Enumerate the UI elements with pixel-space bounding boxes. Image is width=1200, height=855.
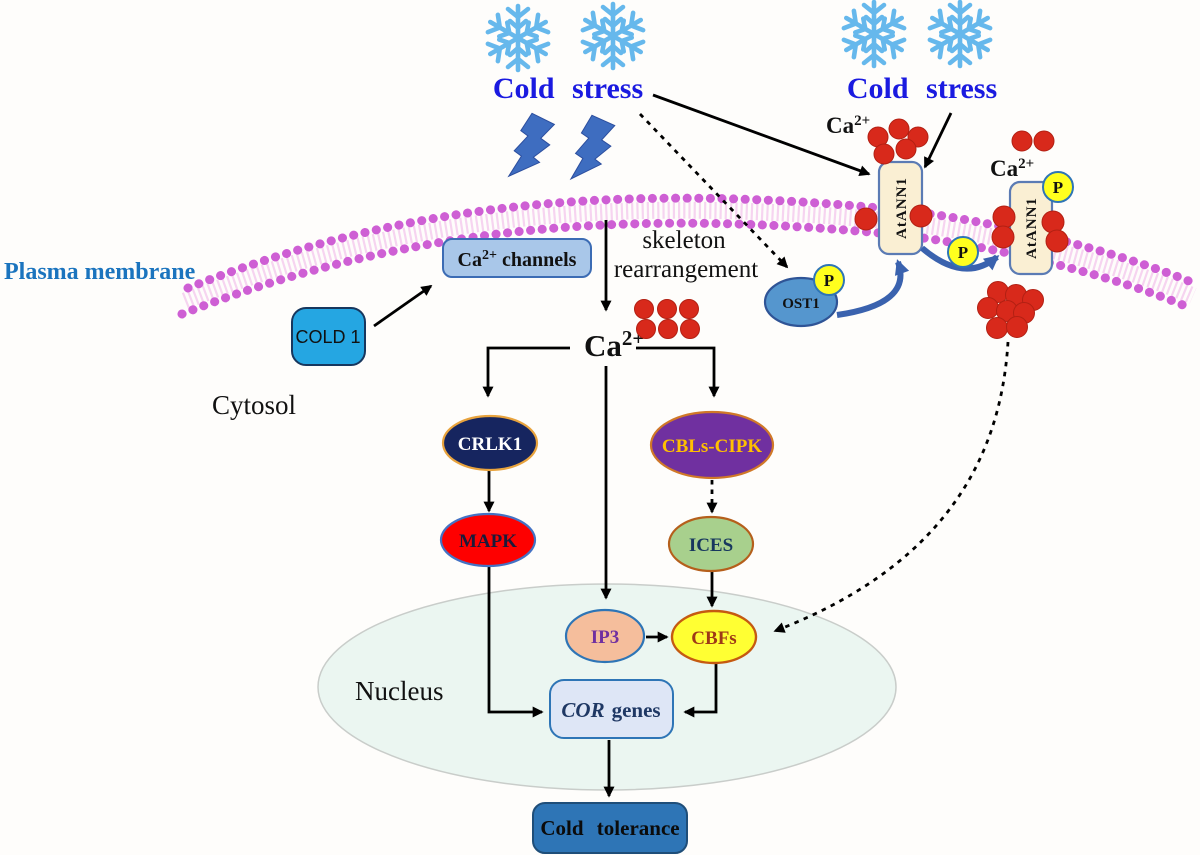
- node-crlk1: CRLK1: [441, 414, 539, 472]
- node-mapk: MAPK: [439, 512, 537, 568]
- arrow-atann1-phospho-transfer: [920, 245, 1000, 272]
- membrane-outer-dots: [183, 193, 1200, 293]
- ca-channels-label: Ca2+channels: [458, 248, 577, 271]
- arrow-ost1-to-atann1: [836, 259, 910, 318]
- ip3-label: IP3: [591, 627, 620, 648]
- plasma-membrane-label: Plasma membrane: [4, 259, 196, 285]
- node-cold1: COLD 1: [291, 307, 366, 366]
- cbls-cipk-label: CBLs-CIPK: [662, 436, 763, 457]
- cytosol-label: Cytosol: [212, 390, 296, 420]
- phospho-badge: P: [1042, 171, 1074, 203]
- node-cbls-cipk: CBLs-CIPK: [649, 410, 775, 480]
- ices-label: ICES: [689, 535, 733, 556]
- calcium-label-right-channel: Ca2+: [990, 156, 1034, 181]
- atann1-label: AtANN1: [1024, 197, 1040, 259]
- node-ices: ICES: [667, 515, 755, 573]
- phospho-badge: P: [947, 236, 979, 268]
- membrane-inner-dots: [177, 218, 1195, 319]
- nucleus-label: Nucleus: [355, 676, 443, 706]
- ost1-label: OST1: [782, 296, 820, 312]
- svg-text:skeleton: skeleton: [642, 227, 726, 254]
- plasma-membrane: [177, 193, 1200, 319]
- svg-text:P: P: [1053, 178, 1063, 197]
- node-ca-channels: Ca2+channels: [442, 238, 592, 278]
- mapk-label: MAPK: [459, 531, 517, 552]
- node-cbfs: CBFs: [670, 609, 758, 665]
- cold1-label: COLD 1: [295, 327, 360, 347]
- arrow-calcium-to-cblscipk: [636, 346, 720, 398]
- phospho-badge: P: [813, 264, 845, 296]
- svg-text:P: P: [958, 243, 968, 262]
- arrow-mapk-to-corgenes: [487, 567, 544, 718]
- arrow-cbfs-to-corgenes: [683, 664, 718, 718]
- cold-tolerance-label: Cold tolerance: [540, 816, 679, 840]
- atann1-label: AtANN1: [894, 177, 910, 239]
- calcium-label-left-channel: Ca2+: [826, 113, 870, 138]
- arrow-calcium-to-crlk1: [482, 346, 570, 398]
- svg-text:P: P: [824, 271, 834, 290]
- arrow-cold1-to-channels: [373, 284, 433, 328]
- skeleton-rearrangement-label: skeleton rearrangement: [614, 227, 758, 283]
- arrow-coldstress-right-to-membrane: [923, 112, 953, 169]
- arrow-coldstress-to-atann1: [652, 93, 871, 176]
- node-atann1-right: AtANN1: [1008, 180, 1054, 276]
- cold-stress-label-right: Cold stress: [847, 72, 997, 105]
- cbfs-label: CBFs: [691, 628, 736, 649]
- pathway-arrows: [373, 93, 1010, 798]
- cold-stress-label-left: Cold stress: [493, 72, 643, 105]
- calcium-ion-dots: [634, 118, 1069, 339]
- crlk1-label: CRLK1: [458, 434, 522, 455]
- node-cold-tolerance: Cold tolerance: [532, 802, 688, 854]
- membrane-lipid-band: [181, 201, 1197, 309]
- arrow-dashed-calcium-to-cbfs: [773, 341, 1010, 633]
- node-ip3: IP3: [564, 608, 646, 664]
- svg-text:rearrangement: rearrangement: [614, 256, 758, 283]
